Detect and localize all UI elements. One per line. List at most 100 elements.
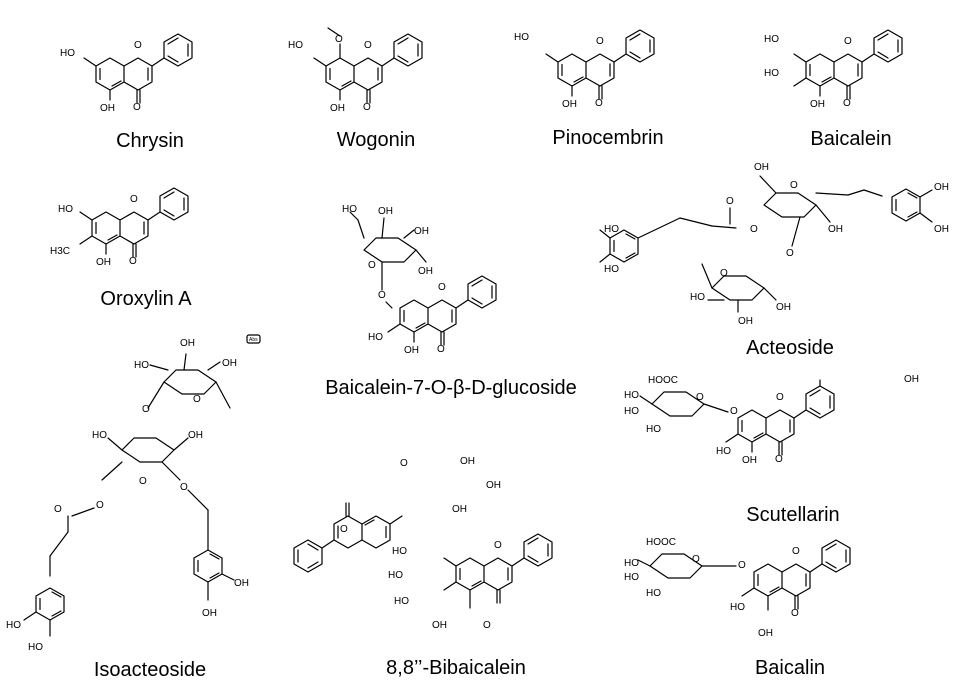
svg-text:O: O xyxy=(335,34,343,45)
svg-text:OH: OH xyxy=(418,266,433,277)
compound-name-scutellarin: Scutellarin xyxy=(746,504,839,526)
svg-text:HO: HO xyxy=(730,602,745,613)
svg-text:O: O xyxy=(438,282,446,293)
svg-text:O: O xyxy=(776,392,784,403)
svg-text:O: O xyxy=(750,224,758,235)
svg-text:O: O xyxy=(368,260,376,271)
svg-text:HO: HO xyxy=(58,204,73,215)
compound-name-wogonin: Wogonin xyxy=(337,129,416,151)
compound-name-baicalein: Baicalein xyxy=(810,128,891,150)
svg-text:OH: OH xyxy=(934,224,949,235)
wogonin-structure: O O HO O OH xyxy=(288,27,423,114)
svg-text:OH: OH xyxy=(96,257,111,268)
svg-text:OH: OH xyxy=(742,455,757,466)
svg-text:O: O xyxy=(790,180,798,191)
svg-text:OH: OH xyxy=(404,345,419,356)
svg-text:O: O xyxy=(720,268,728,279)
svg-text:HO: HO xyxy=(604,224,619,235)
svg-text:HO: HO xyxy=(342,204,357,215)
chrysin-structure: O O HO OH xyxy=(60,33,193,114)
svg-text:O: O xyxy=(129,256,137,267)
svg-text:H3C: H3C xyxy=(50,246,70,257)
svg-text:O: O xyxy=(193,394,201,405)
svg-text:O: O xyxy=(130,194,138,205)
svg-text:HO: HO xyxy=(604,264,619,275)
compound-name-oroxylin-a: Oroxylin A xyxy=(100,288,192,310)
svg-text:OH: OH xyxy=(810,99,825,110)
svg-text:OH: OH xyxy=(828,224,843,235)
svg-text:OH: OH xyxy=(562,99,577,110)
svg-text:O: O xyxy=(792,546,800,557)
baicalein-glucoside-structure: O HO OH OH OH O O O HO OH xyxy=(342,204,497,356)
baicalin-structure: O HOOC HO HO HO O O O HO OH xyxy=(624,537,851,639)
svg-text:O: O xyxy=(363,102,371,113)
svg-text:O: O xyxy=(844,36,852,47)
svg-text:OH: OH xyxy=(222,358,237,369)
svg-text:OH: OH xyxy=(738,316,753,327)
compound-name-baicalin: Baicalin xyxy=(755,657,825,679)
svg-text:HO: HO xyxy=(388,570,403,581)
acteoside-structure: HO HO O O O OH OH O OH OH O HO OH OH xyxy=(599,162,949,327)
svg-text:HO: HO xyxy=(394,596,409,607)
svg-text:O: O xyxy=(400,458,408,469)
svg-text:O: O xyxy=(775,454,783,465)
svg-text:HO: HO xyxy=(764,34,779,45)
compound-name-acteoside: Acteoside xyxy=(746,337,834,359)
svg-text:HO: HO xyxy=(764,68,779,79)
svg-text:OH: OH xyxy=(188,430,203,441)
svg-text:HO: HO xyxy=(646,588,661,599)
svg-text:O: O xyxy=(738,560,746,571)
svg-text:O: O xyxy=(96,500,104,511)
svg-text:OH: OH xyxy=(452,504,467,515)
isoacteoside-structure: Abs O HO OH OH O O HO OH O OH OH O O xyxy=(6,334,261,653)
svg-text:O: O xyxy=(134,40,142,51)
svg-text:O: O xyxy=(494,540,502,551)
svg-text:HO: HO xyxy=(6,620,21,631)
svg-text:O: O xyxy=(483,620,491,631)
svg-text:OH: OH xyxy=(776,302,791,313)
svg-text:O: O xyxy=(340,524,348,535)
svg-text:OH: OH xyxy=(754,162,769,173)
svg-text:O: O xyxy=(696,392,704,403)
svg-text:O: O xyxy=(378,290,386,301)
svg-text:O: O xyxy=(596,36,604,47)
svg-text:HO: HO xyxy=(624,558,639,569)
oroxylin-a-structure: O O HO H3C OH xyxy=(50,187,189,268)
svg-text:OH: OH xyxy=(180,338,195,349)
abs-badge xyxy=(246,334,261,344)
svg-text:OH: OH xyxy=(904,374,919,385)
svg-text:OH: OH xyxy=(330,103,345,114)
compound-name-bibaicalein: 8,8’’-Bibaicalein xyxy=(386,657,526,679)
svg-text:O: O xyxy=(786,248,794,259)
svg-text:O: O xyxy=(730,406,738,417)
svg-text:O: O xyxy=(692,554,700,565)
scutellarin-structure: O HOOC HO HO HO O O O HO OH OH xyxy=(624,374,919,466)
svg-text:OH: OH xyxy=(934,182,949,193)
svg-text:HO: HO xyxy=(624,572,639,583)
svg-text:O: O xyxy=(133,102,141,113)
svg-text:OH: OH xyxy=(758,628,773,639)
svg-text:OH: OH xyxy=(100,103,115,114)
svg-text:OH: OH xyxy=(414,226,429,237)
svg-text:HO: HO xyxy=(28,642,43,653)
bibaicalein-structure: O O OH O O HO HO HO OH OH OH xyxy=(293,456,553,631)
svg-text:OH: OH xyxy=(378,206,393,217)
svg-text:O: O xyxy=(142,404,150,415)
compound-name-chrysin: Chrysin xyxy=(116,130,184,152)
svg-text:OH: OH xyxy=(432,620,447,631)
svg-text:OH: OH xyxy=(460,456,475,467)
svg-text:OH: OH xyxy=(486,480,501,491)
svg-text:OH: OH xyxy=(234,578,249,589)
svg-text:O: O xyxy=(595,98,603,109)
svg-text:O: O xyxy=(437,344,445,355)
svg-text:O: O xyxy=(180,482,188,493)
svg-text:HO: HO xyxy=(690,292,705,303)
svg-text:HOOC: HOOC xyxy=(646,537,676,548)
svg-text:HO: HO xyxy=(288,40,303,51)
svg-text:OH: OH xyxy=(202,608,217,619)
svg-text:HO: HO xyxy=(134,360,149,371)
svg-text:HOOC: HOOC xyxy=(648,375,678,386)
svg-text:HO: HO xyxy=(646,424,661,435)
svg-text:HO: HO xyxy=(624,390,639,401)
